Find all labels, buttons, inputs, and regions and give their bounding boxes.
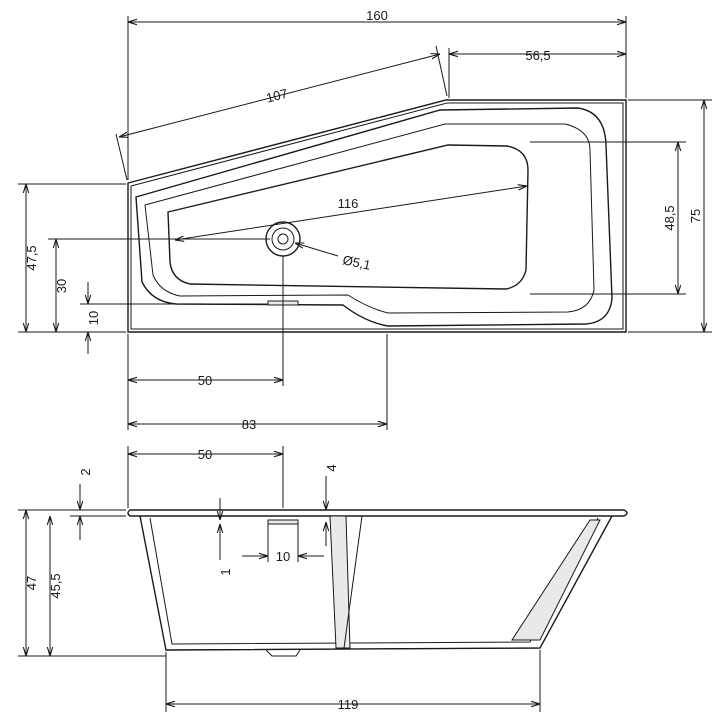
drain-center xyxy=(277,233,289,245)
dim-line-slope xyxy=(119,54,440,137)
overflow-slot-side xyxy=(267,519,299,525)
leader-drain-diameter xyxy=(295,243,339,257)
drain-ring-inner xyxy=(271,227,295,251)
basin-mid-edge xyxy=(144,123,595,314)
dim-rim-thickness: 2 xyxy=(78,468,93,475)
dim-drain-diameter: Ø5,1 xyxy=(341,252,372,273)
dim-step-from-left: 83 xyxy=(242,417,256,432)
tub-outline-outer xyxy=(127,99,627,333)
side-panel xyxy=(511,519,601,641)
dim-drain-from-left: 50 xyxy=(198,373,212,388)
dim-overflow-width: 10 xyxy=(276,549,290,564)
basin-outer-edge xyxy=(135,107,613,327)
dim-side-drain-from-left: 50 xyxy=(198,447,212,462)
dim-depth-total: 75 xyxy=(688,209,703,223)
drain-ring-outer xyxy=(265,221,301,257)
ext-line xyxy=(115,133,128,181)
dim-drain-offset: 1 xyxy=(218,568,233,575)
front-panel xyxy=(329,515,351,649)
dim-overflow-from-front: 10 xyxy=(86,311,101,325)
dim-width-total: 160 xyxy=(366,8,388,23)
side-view: 50 2 4 47 45,5 1 10 119 xyxy=(18,446,628,712)
ext-line xyxy=(435,45,448,97)
dim-height-inner: 45,5 xyxy=(48,573,63,598)
front-panel-line xyxy=(343,515,363,649)
dim-slope: 107 xyxy=(264,86,289,106)
dim-short-side: 56,5 xyxy=(525,48,550,63)
dim-bottom-length: 119 xyxy=(338,697,359,712)
basin-floor-edge xyxy=(167,144,529,290)
top-view: 160 56,5 107 75 48,5 116 Ø5,1 47,5 xyxy=(18,8,712,432)
dim-line-inner-length xyxy=(175,186,527,240)
dim-inner-length: 116 xyxy=(338,196,359,211)
dim-inner-width: 48,5 xyxy=(662,205,677,230)
tub-outline-rim xyxy=(130,102,624,330)
drain-foot xyxy=(265,649,301,657)
rim-top xyxy=(127,509,628,517)
dim-height-total: 47 xyxy=(24,576,39,590)
dim-drain-from-front: 30 xyxy=(54,279,69,293)
dim-depth-left: 47,5 xyxy=(24,245,39,270)
tub-bottom xyxy=(165,647,541,651)
dim-overflow-depth: 4 xyxy=(324,464,339,471)
